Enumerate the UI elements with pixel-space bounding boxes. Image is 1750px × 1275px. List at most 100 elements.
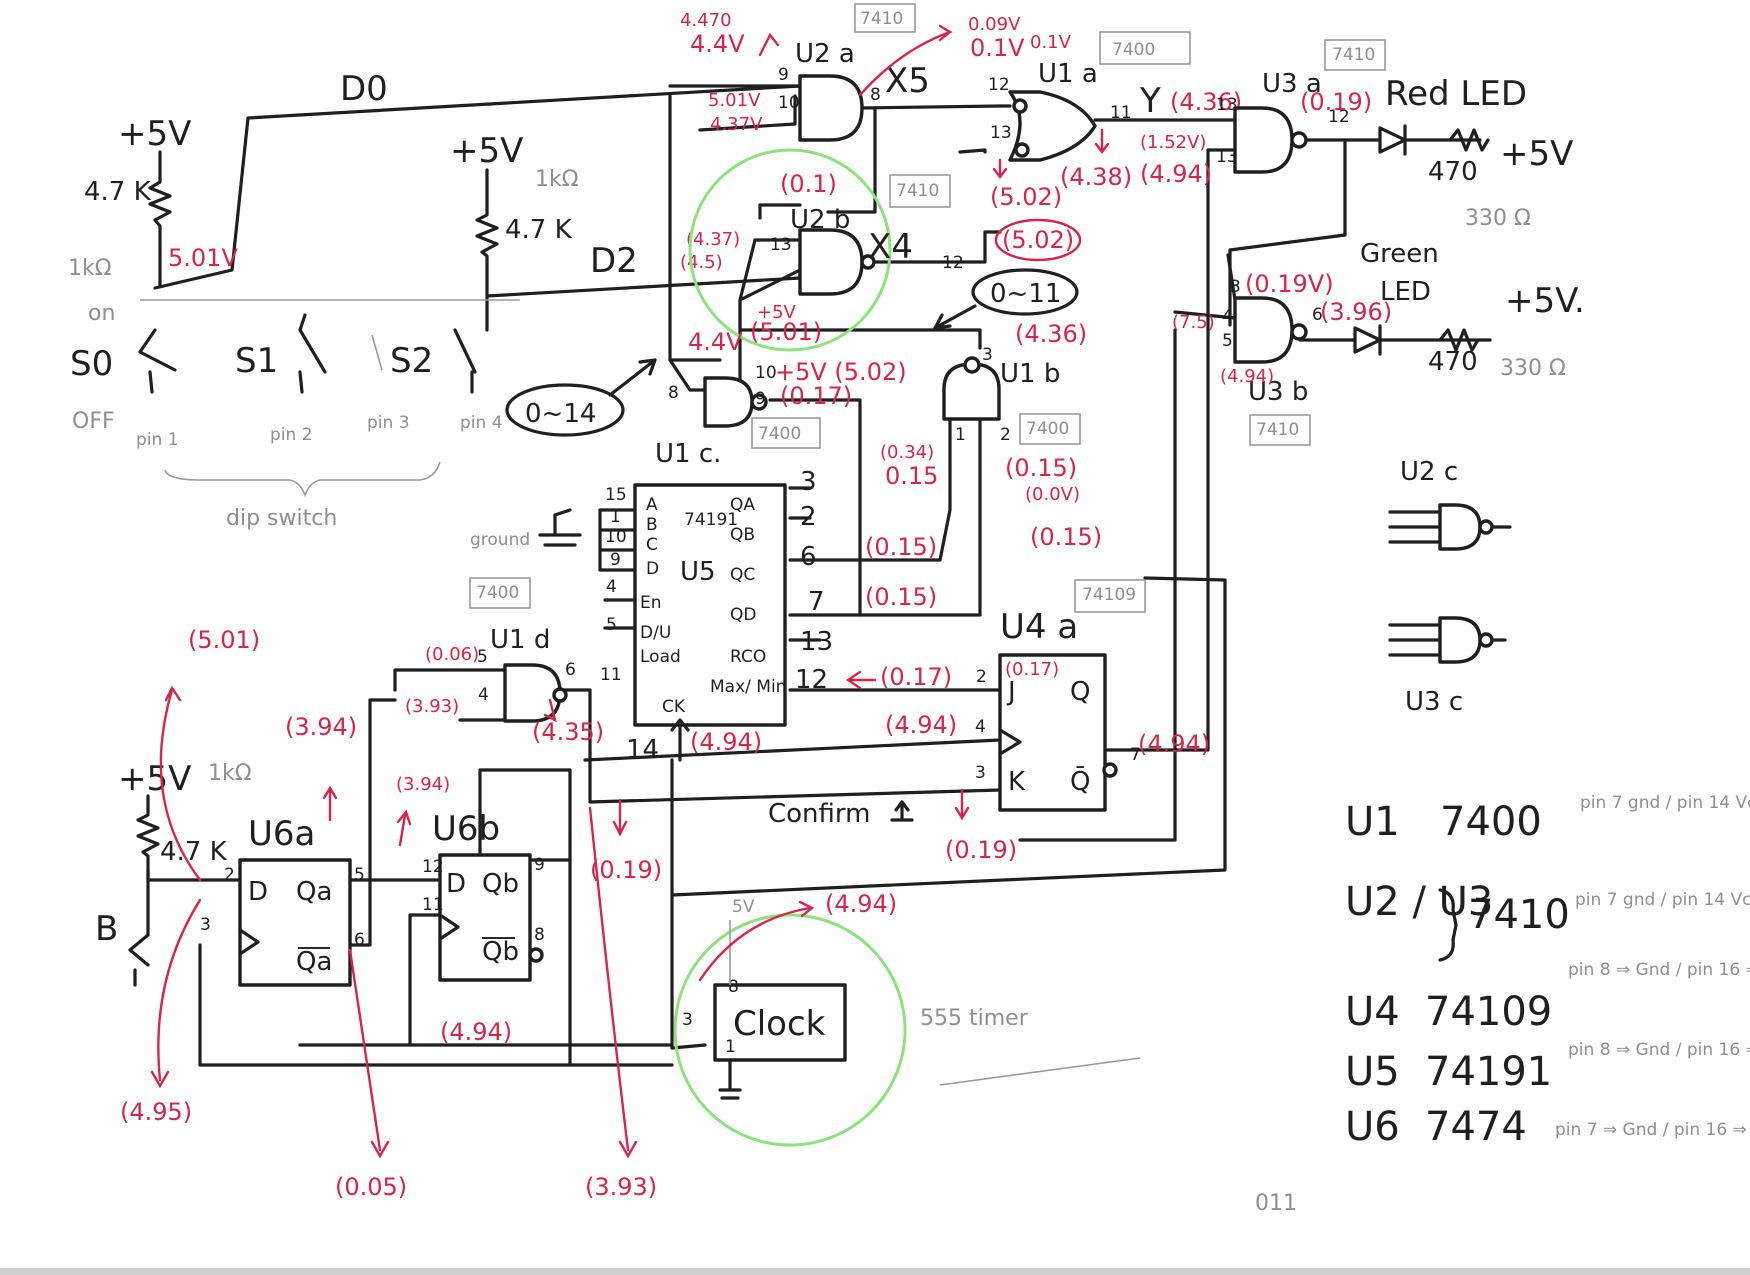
chip-u2b: 7410 <box>896 181 939 201</box>
reading-u1b-out: (4.36) <box>1015 320 1087 348</box>
green-led-label-2: LED <box>1380 277 1431 307</box>
svg-text:3: 3 <box>682 1010 693 1030</box>
reading-bot1: (4.95) <box>120 1098 192 1126</box>
reading-u1c-9: (0.17) <box>780 382 852 410</box>
supply-right: +5V 4.7 K 1kΩ <box>450 131 579 332</box>
gate-u1b[interactable]: U1 b 3 1 2 7400 (4.36) (0.34) 0.15 (0.15… <box>880 320 1102 551</box>
reading-x4-in: (0.1) <box>780 170 837 198</box>
chip-box-u3a <box>1324 39 1386 71</box>
legend-row-1-chip: U1 <box>1345 799 1400 845</box>
svg-text:3: 3 <box>1230 277 1241 297</box>
gate-u3b[interactable]: U3 b 3 4 5 6 7410 (0.19V) (3.96) (7.5) (… <box>1172 270 1392 446</box>
reading-x5-old: 0.09V <box>968 14 1021 35</box>
svg-text:4: 4 <box>478 685 489 705</box>
legend-row-1-part: 7400 <box>1440 799 1542 845</box>
reading-u1b-in2-v: (0.15) <box>1030 523 1102 551</box>
r-red-alt: 330 Ω <box>1465 206 1531 231</box>
chip-u1c: 7400 <box>758 424 801 444</box>
svg-text:8: 8 <box>728 977 739 997</box>
clock-555[interactable]: Clock 3 8 1 5V 555 timer (4.94) <box>673 890 1141 1147</box>
confirm-button[interactable]: Confirm <box>768 799 914 829</box>
supply-u6: +5V 4.7 K 1kΩ <box>118 759 252 882</box>
legend-row-2-note: pin 7 gnd / pin 14 Vcc <box>1575 890 1750 910</box>
svg-text:13: 13 <box>1216 95 1238 115</box>
vcc-label-left: +5V <box>118 114 191 154</box>
reading-u3a-in: (4.94) <box>1140 160 1212 188</box>
reading-clk: (4.94) <box>825 890 897 918</box>
label-u3b: U3 b <box>1248 377 1308 407</box>
svg-text:14: 14 <box>626 735 659 765</box>
label-u1d: U1 d <box>490 625 550 655</box>
reading-j2: (0.17) <box>1005 659 1059 680</box>
dff-u6a[interactable]: D Qa Qa U6a 2 3 5 6 <box>200 814 365 987</box>
reading-u1a-out: (4.38) <box>1060 163 1132 191</box>
r47k-left: 4.7 K <box>84 177 152 207</box>
legend-row-4-chip: U5 <box>1345 1049 1400 1095</box>
svg-text:10: 10 <box>778 93 800 113</box>
switch-s2[interactable]: S2 <box>390 341 433 381</box>
range-0-14: 0~14 <box>505 358 657 437</box>
reading-x5: 0.1V <box>970 34 1025 62</box>
svg-text:En: En <box>640 593 662 613</box>
svg-text:D: D <box>248 877 268 907</box>
svg-text:3: 3 <box>975 763 986 783</box>
gate-u2a[interactable]: U2 a 9 10 8 7410 4.4V 4.470 5.01V 4.37V <box>680 3 916 142</box>
switch-s1[interactable]: S1 <box>235 341 278 381</box>
svg-text:4: 4 <box>1222 307 1233 327</box>
label-u6b: U6b <box>432 809 500 849</box>
jk-flipflop-u4a[interactable]: J K Q Q̄ U4 a 74109 2 3 4 7 (0.17) <box>975 579 1146 812</box>
chip-u3b: 7410 <box>1256 420 1299 440</box>
pushbutton-b[interactable]: B <box>95 909 150 987</box>
gate-u2b[interactable]: U2 b 13 12 7410 (0.1) (4.37) (4.5) (5.01… <box>680 148 964 352</box>
svg-text:Clock: Clock <box>733 1004 826 1044</box>
chip-box-u2b <box>889 174 951 208</box>
reading-u3b-in2: (7.5) <box>1172 312 1215 333</box>
gate-u1c[interactable]: U1 c. 8 10 9 7400 4.4V +5V (5.02) (0.17) <box>655 328 907 469</box>
svg-text:8: 8 <box>870 85 881 105</box>
svg-text:6: 6 <box>565 660 576 680</box>
chip-u3a: 7410 <box>1332 45 1375 65</box>
label-u4a: U4 a <box>1000 607 1078 647</box>
dff-u6b[interactable]: D Qb Qb U6b 12 11 9 8 <box>422 809 545 982</box>
svg-text:1: 1 <box>955 425 966 445</box>
reading-u1c-in: 4.4V <box>688 328 743 356</box>
gate-u3a[interactable]: U3 a 13 13 12 7410 (0.19) <box>1216 39 1386 174</box>
svg-text:7400: 7400 <box>476 583 519 603</box>
switch-s0[interactable]: S0 <box>70 344 113 384</box>
svg-text:9: 9 <box>534 855 545 875</box>
svg-text:2: 2 <box>800 502 817 532</box>
gate-u3c[interactable]: U3 c <box>1388 616 1507 717</box>
svg-text:Load: Load <box>640 647 681 667</box>
svg-text:2: 2 <box>976 667 987 687</box>
chip-box-u1b <box>1019 413 1081 445</box>
svg-text:Qb: Qb <box>482 869 519 899</box>
label-u2a: U2 a <box>795 39 855 69</box>
svg-text:3: 3 <box>800 467 817 497</box>
svg-text:QC: QC <box>730 565 755 585</box>
reading-d0: 5.01V <box>168 244 238 272</box>
chip-box-u1d <box>469 577 531 609</box>
r-green-alt: 330 Ω <box>1500 356 1566 381</box>
red-led-label: Red LED <box>1385 74 1527 114</box>
r47k-mid: 4.7 K <box>505 215 573 245</box>
svg-text:QB: QB <box>730 525 755 545</box>
svg-text:Q̄: Q̄ <box>1070 765 1090 797</box>
legend-row-3-note: pin 8 ⇒ Gnd / pin 16 ⇒ Vcc <box>1568 960 1750 980</box>
svg-text:CK: CK <box>662 697 686 717</box>
counter-u5[interactable]: U5 74191 A B C D En D/U Load 15 1 10 9 4… <box>469 467 833 765</box>
r1k-mid: 1kΩ <box>535 167 579 192</box>
gate-u2c[interactable]: U2 c <box>1388 457 1512 551</box>
vcc-green: +5V. <box>1505 281 1585 321</box>
gate-u1d[interactable]: U1 d 5 4 6 (0.06) (3.93) (4.35) <box>405 625 604 746</box>
svg-text:Qa: Qa <box>296 877 332 907</box>
svg-text:Max/ Min: Max/ Min <box>710 677 786 697</box>
dip-switch-caption: dip switch <box>226 506 337 531</box>
reading-dwire: (4.94) <box>440 1018 512 1046</box>
svg-text:11: 11 <box>600 665 622 685</box>
chip-box-u2a <box>854 3 916 33</box>
gate-u1a[interactable]: U1 a 12 13 11 7400 (5.02) (4.38) <box>988 31 1191 211</box>
svg-text:11: 11 <box>1110 103 1132 123</box>
svg-text:2: 2 <box>1000 425 1011 445</box>
reading-j: (0.17) <box>880 663 952 691</box>
svg-text:(5.02): (5.02) <box>1002 226 1074 254</box>
